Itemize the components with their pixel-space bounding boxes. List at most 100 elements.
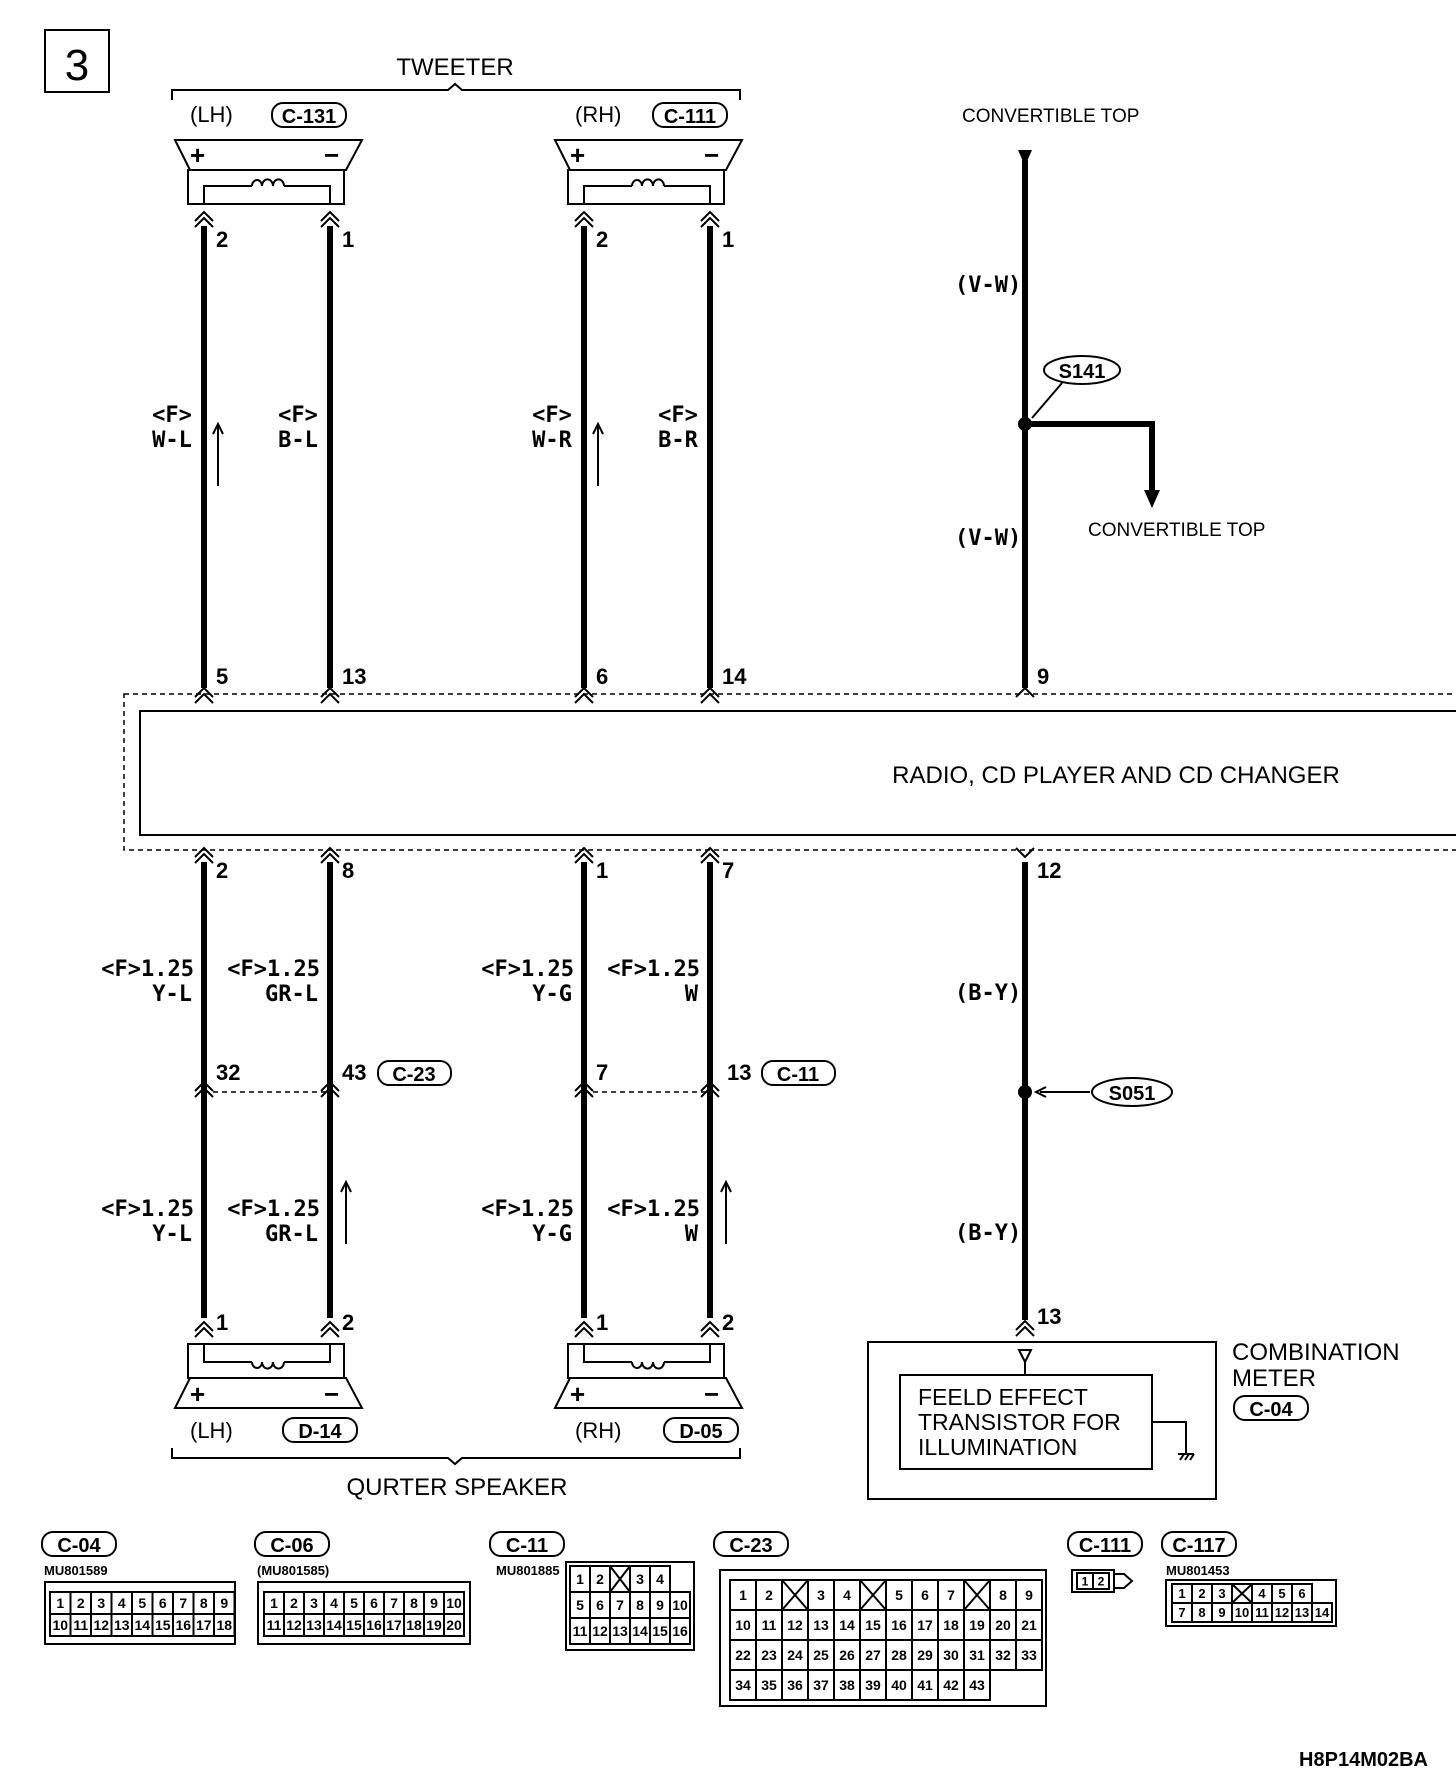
c11-badge: [761, 1060, 836, 1086]
pin-number: 2: [77, 1595, 85, 1611]
pin-number: 16: [672, 1623, 688, 1639]
pin-number: 7: [390, 1595, 398, 1611]
qs-lh-side: (LH): [190, 1418, 233, 1443]
combination-meter-box: [867, 1341, 1217, 1500]
pin-number: 30: [943, 1647, 959, 1663]
pin-number: 15: [652, 1623, 668, 1639]
wire-v-w-upper-label: (V-W): [955, 273, 1021, 298]
pin-number: 18: [943, 1617, 959, 1633]
c23-connector: C-23: [392, 1064, 435, 1086]
pin-number: 17: [196, 1617, 212, 1633]
qs-lh-pin-minus: 2: [342, 1310, 354, 1335]
tweeter-rh-pin-plus: 2: [596, 227, 608, 252]
pin-number: 33: [1021, 1647, 1037, 1663]
meter-pin: 13: [1037, 1304, 1061, 1329]
pin-number: 13: [612, 1623, 628, 1639]
pin-number: 28: [891, 1647, 907, 1663]
tweeter-lh-side: (LH): [190, 102, 233, 127]
pin-cell: [669, 1617, 691, 1645]
connector-part: MU801885: [496, 1563, 560, 1578]
signal-arrow-icon: [720, 1179, 732, 1244]
wire-label-spec: <F>1.25: [481, 1197, 574, 1222]
pin-number: 5: [138, 1595, 146, 1611]
qs-lh-connector-badge: [282, 1417, 358, 1443]
pin-blank-mark: [609, 1565, 631, 1593]
pin-number: 1: [1178, 1586, 1185, 1601]
radio-pin: 5: [216, 664, 228, 689]
pin-number: 10: [52, 1617, 68, 1633]
pin-number: 24: [787, 1647, 803, 1663]
wire-label-color: W: [685, 982, 699, 1007]
wire-label-color: W: [685, 1222, 699, 1247]
wire-label-color: Y-L: [152, 982, 192, 1007]
connector-part: (MU801585): [257, 1563, 329, 1578]
pin-number: 22: [735, 1647, 751, 1663]
qs-lh-pin-plus: 1: [216, 1310, 228, 1335]
pin-number: 9: [1025, 1587, 1033, 1603]
pin-number: 14: [1315, 1605, 1330, 1620]
fet-line3: ILLUMINATION: [918, 1434, 1077, 1460]
tweeter-rh-connector-badge: [652, 102, 728, 128]
tweeter-lh-pin-plus: 2: [216, 227, 228, 252]
connector-id: C-11: [506, 1535, 548, 1557]
splice-s051-badge: [1091, 1077, 1173, 1107]
arrow-left-icon: [1033, 1086, 1047, 1098]
pin-number: 16: [366, 1617, 382, 1633]
connector-id: C-117: [1172, 1535, 1225, 1557]
connector-id: C-23: [729, 1535, 772, 1557]
pin-number: 12: [286, 1617, 302, 1633]
wire-label-prefix: <F>: [532, 403, 572, 428]
tweeter-rh-pin-minus: 1: [722, 227, 734, 252]
pin-number: 9: [220, 1595, 228, 1611]
tweeter-lh-connector: C-131: [282, 106, 336, 128]
c23-badge: [377, 1060, 452, 1086]
meter-title-1: COMBINATION: [1232, 1339, 1400, 1366]
pin-number: 2: [290, 1595, 298, 1611]
wire-label-spec: <F>1.25: [481, 957, 574, 982]
wire-label-prefix: <F>: [658, 403, 698, 428]
arrow-down-icon: [1144, 490, 1160, 508]
c23-pin: 43: [342, 1060, 366, 1085]
pin-number: 10: [672, 1597, 688, 1613]
pin-number: 29: [917, 1647, 933, 1663]
pin-number: 7: [616, 1597, 624, 1613]
wire-label-color: Y-G: [532, 982, 572, 1007]
pin-number: 18: [406, 1617, 422, 1633]
pin-number: 1: [739, 1587, 747, 1603]
pin-number: 11: [73, 1617, 88, 1633]
connector-part: MU801589: [44, 1563, 108, 1578]
diagram-code: H8P14M02BA: [1299, 1749, 1428, 1771]
pin-number: 11: [573, 1623, 588, 1639]
pin-number: 4: [1258, 1586, 1266, 1601]
pin-number: 3: [817, 1587, 825, 1603]
pin-number: 5: [350, 1595, 358, 1611]
pin-number: 2: [1098, 1574, 1105, 1588]
pin-number: 32: [995, 1647, 1011, 1663]
wire-v-w-lower-label: (V-W): [955, 526, 1021, 551]
pin-number: 1: [270, 1595, 278, 1611]
wire-b-y-upper-label: (B-Y): [955, 981, 1021, 1006]
pin-number: 6: [596, 1597, 604, 1613]
wire-label-prefix: <F>: [152, 403, 192, 428]
meter-title-2: METER: [1232, 1365, 1316, 1392]
pin-number: 12: [787, 1617, 803, 1633]
pin-number: 37: [813, 1677, 829, 1693]
pin-number: 4: [843, 1587, 851, 1603]
pin-number: 15: [155, 1617, 171, 1633]
connector-id: C-06: [270, 1535, 313, 1557]
c11-pin: 7: [596, 1060, 608, 1085]
pin-number: 23: [761, 1647, 777, 1663]
wire-label-color: GR-L: [265, 1222, 318, 1247]
radio-pin: 7: [722, 858, 734, 883]
pin-number: 2: [596, 1571, 604, 1587]
pin-number: 20: [446, 1617, 462, 1633]
pin-number: 40: [891, 1677, 907, 1693]
pin-number: 11: [762, 1617, 777, 1633]
meter-connector-badge: [1233, 1395, 1309, 1421]
pin-number: 5: [1278, 1586, 1285, 1601]
tweeter-rh-connector: C-111: [664, 106, 716, 128]
pin-blank-mark: [963, 1579, 991, 1611]
fet-line1: FEELD EFFECT: [918, 1384, 1088, 1410]
